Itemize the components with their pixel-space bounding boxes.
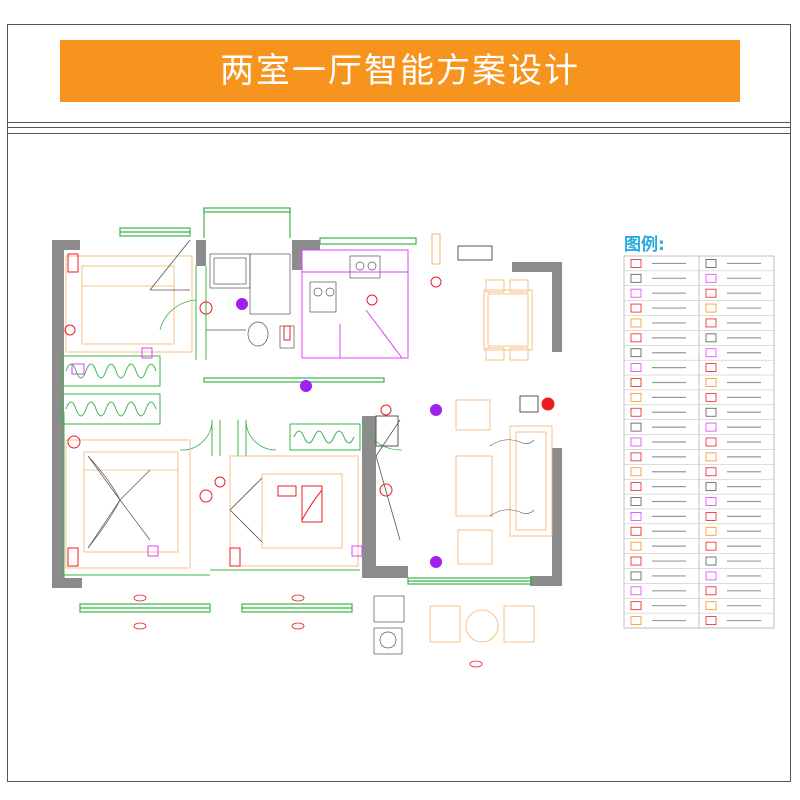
legend-symbol-icon bbox=[630, 333, 642, 343]
legend-symbol-icon bbox=[705, 392, 717, 402]
bedroom-bottom-left bbox=[65, 439, 191, 569]
motion-sensors bbox=[236, 298, 442, 568]
laundry bbox=[373, 595, 405, 655]
legend-symbol-icon bbox=[630, 259, 642, 268]
legend-symbol-icon bbox=[705, 378, 717, 387]
legend-symbol-icon bbox=[630, 378, 642, 387]
legend-symbol-icon bbox=[705, 259, 717, 268]
legend-rows bbox=[624, 259, 774, 629]
legend-symbol-icon bbox=[630, 392, 642, 402]
legend-symbol-icon bbox=[705, 601, 717, 611]
legend-symbol-icon bbox=[630, 601, 642, 611]
exterior-sensors bbox=[133, 594, 483, 668]
walls bbox=[52, 240, 562, 588]
legend-symbol-icon bbox=[705, 422, 717, 432]
legend-symbol-icon bbox=[705, 586, 717, 596]
legend-symbol-icon bbox=[705, 333, 717, 343]
legend-symbol-icon bbox=[705, 273, 717, 283]
legend-symbol-icon bbox=[705, 407, 717, 417]
living-room bbox=[375, 399, 553, 565]
bathroom bbox=[206, 253, 295, 349]
legend-symbol-icon bbox=[705, 497, 717, 506]
page-title: 两室一厅智能方案设计 bbox=[60, 40, 740, 102]
legend-symbol-icon bbox=[705, 556, 717, 566]
legend-symbol-icon bbox=[705, 437, 717, 447]
title-divider-top bbox=[8, 122, 790, 123]
drawing-frame bbox=[7, 24, 791, 782]
legend-symbol-icon bbox=[705, 526, 717, 536]
dining-set bbox=[483, 279, 533, 361]
legend-symbol-icon bbox=[630, 571, 642, 581]
legend-symbol-icon bbox=[705, 467, 717, 477]
legend-heading: 图例: bbox=[624, 235, 665, 255]
smart-devices bbox=[64, 233, 555, 567]
legend-symbol-icon bbox=[630, 407, 642, 417]
desk bbox=[277, 485, 323, 523]
wardrobe bbox=[61, 355, 361, 451]
legend-symbol-icon bbox=[630, 422, 642, 432]
stove bbox=[309, 255, 381, 313]
legend-symbol-icon bbox=[630, 541, 642, 551]
legend-symbol-icon bbox=[630, 273, 642, 283]
bedroom-bottom-mid bbox=[229, 455, 359, 567]
legend-symbol-icon bbox=[705, 303, 717, 313]
legend-symbol-icon bbox=[630, 586, 642, 596]
title-divider-bottom bbox=[8, 127, 790, 128]
legend-symbol-icon bbox=[630, 437, 642, 447]
legend-symbol-icon bbox=[705, 288, 717, 298]
title-divider-3 bbox=[8, 133, 790, 134]
canopy-bed bbox=[87, 455, 151, 549]
legend-symbol-icon bbox=[705, 616, 717, 625]
legend-symbol-icon bbox=[630, 318, 642, 328]
legend-symbol-icon bbox=[630, 452, 642, 462]
balcony bbox=[429, 605, 535, 643]
legend-symbol-icon bbox=[630, 556, 642, 566]
legend-symbol-icon bbox=[705, 348, 717, 358]
legend-symbol-icon bbox=[705, 571, 717, 581]
legend-symbol-icon bbox=[705, 541, 717, 551]
legend-symbol-icon bbox=[630, 363, 642, 373]
master-bedroom-top bbox=[65, 239, 193, 353]
legend-symbol-icon bbox=[630, 616, 642, 625]
legend-symbol-icon bbox=[630, 482, 642, 492]
door-arcs bbox=[159, 299, 403, 451]
legend-symbol-icon bbox=[630, 526, 642, 536]
sofa-figures bbox=[489, 439, 535, 517]
legend-symbol-icon bbox=[705, 452, 717, 462]
legend-symbol-icon bbox=[630, 512, 642, 521]
legend-symbol-icon bbox=[705, 318, 717, 328]
kitchen bbox=[301, 249, 409, 359]
legend-symbol-icon bbox=[630, 288, 642, 298]
legend-symbol-icon bbox=[705, 512, 717, 521]
windows bbox=[79, 207, 533, 613]
interior-partitions bbox=[63, 266, 360, 578]
legend-symbol-icon bbox=[630, 497, 642, 506]
legend-symbol-icon bbox=[705, 363, 717, 373]
legend-symbol-icon bbox=[630, 303, 642, 313]
legend-symbol-icon bbox=[630, 348, 642, 358]
legend-symbol-icon bbox=[630, 467, 642, 477]
legend-symbol-icon bbox=[705, 482, 717, 492]
